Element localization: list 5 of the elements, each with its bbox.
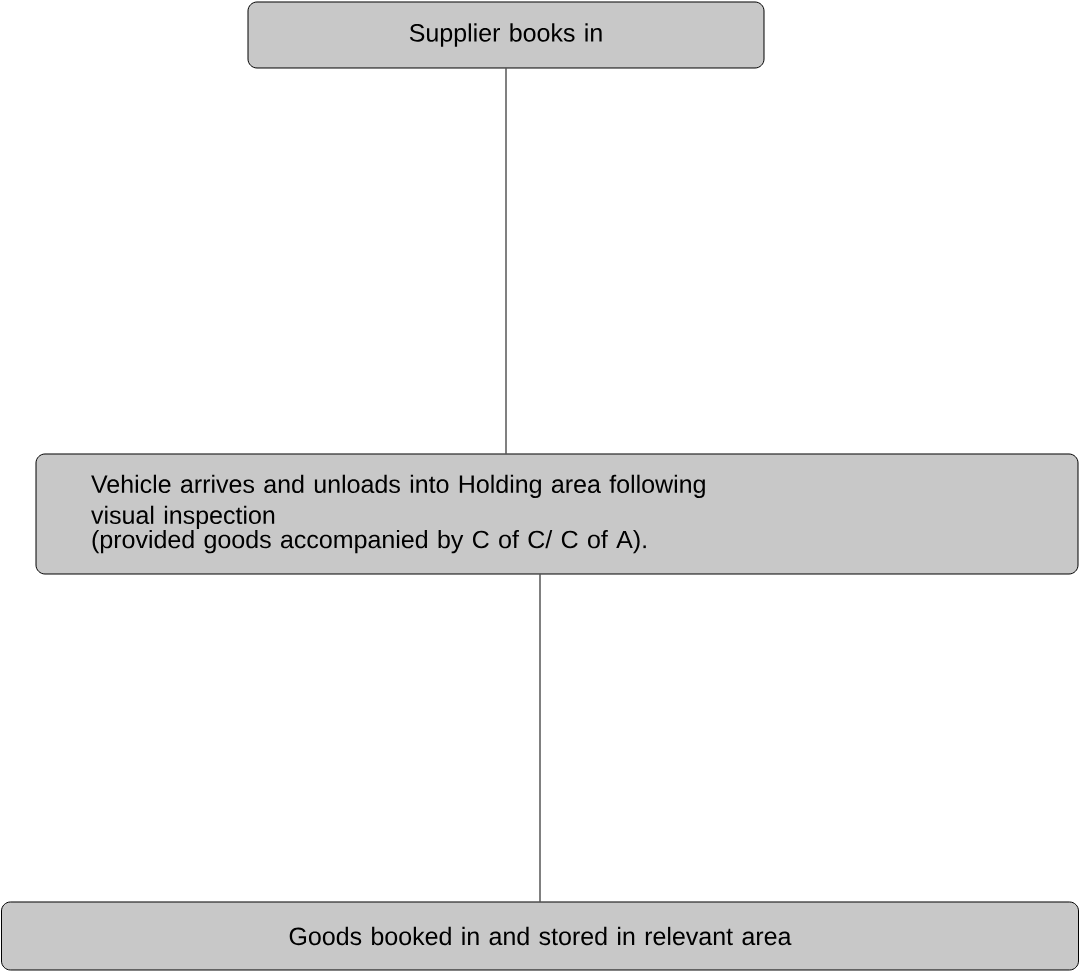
process-box: Supplier books in: [247, 1, 765, 69]
process-box: Vehicle arrives and unloads into Holding area following visual inspection (provided goods accompanied by C of C/ C of A).: [35, 453, 1079, 575]
process-box: Goods booked in and stored in relevant area: [1, 901, 1079, 971]
connector-line: [539, 574, 541, 902]
connector-line: [505, 68, 507, 454]
